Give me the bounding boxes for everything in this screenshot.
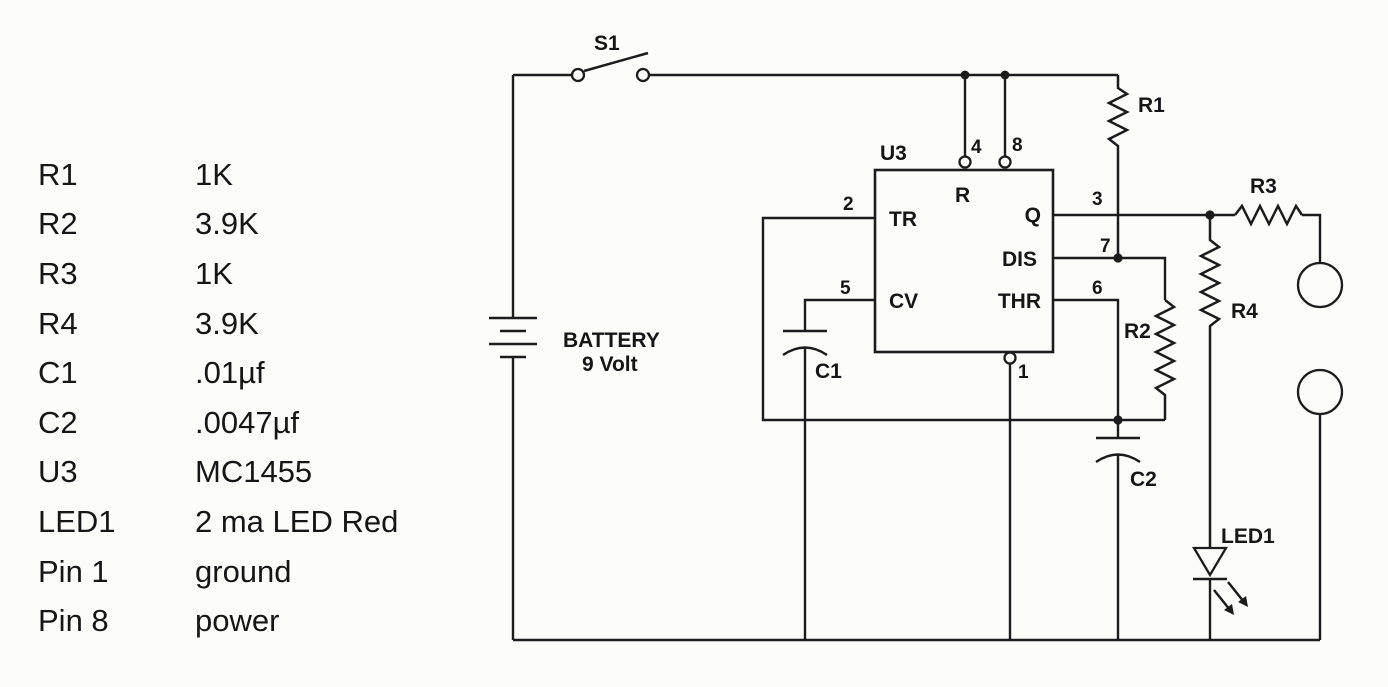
part-ref: Pin 8	[38, 603, 109, 639]
parts-list-row: R2 3.9K	[38, 200, 398, 250]
ic-pin1-circle	[1003, 351, 1017, 365]
capacitor-curved-plate	[782, 346, 828, 357]
ic-threshold-label: THR	[998, 290, 1041, 313]
resistor-r2-label: R2	[1124, 320, 1151, 343]
resistor-r2-symbol: R2	[1124, 299, 1177, 420]
part-value: .01µf	[195, 355, 265, 391]
part-ref: R2	[38, 206, 78, 242]
led-arrow	[1213, 589, 1231, 611]
ic-body	[873, 168, 1055, 354]
parts-list-row: R4 3.9K	[38, 299, 398, 349]
led1-label: LED1	[1221, 525, 1275, 548]
part-value: 2 ma LED Red	[195, 503, 399, 539]
pin-number-7: 7	[1100, 236, 1111, 257]
junction-dot	[1000, 70, 1010, 80]
terminal-pad	[1296, 368, 1344, 416]
resistor-r3-symbol: R3	[1234, 175, 1304, 227]
pin-number-5: 5	[840, 278, 851, 299]
part-ref: LED1	[38, 503, 116, 539]
pin-number-3: 3	[1092, 189, 1103, 210]
battery-voltage-label: 9 Volt	[582, 353, 638, 376]
part-value: 1K	[195, 255, 233, 291]
part-ref: U3	[38, 454, 78, 490]
part-ref: R1	[38, 156, 78, 192]
part-value: .0047µf	[195, 404, 300, 440]
parts-list-row: LED1 2 ma LED Red	[38, 497, 398, 547]
resistor-zigzag	[1106, 75, 1130, 258]
part-value: MC1455	[195, 454, 313, 490]
junction-dot	[960, 70, 970, 80]
capacitor-c1-symbol: C1	[782, 329, 842, 640]
pin-number-4: 4	[971, 137, 982, 158]
switch-terminal	[635, 67, 651, 83]
resistor-r4-symbol: R4	[1198, 215, 1258, 548]
parts-list-row: Pin 8 power	[38, 596, 398, 646]
ic-control-label: CV	[889, 290, 918, 313]
ic-discharge-label: DIS	[1002, 248, 1037, 271]
switch-s1-symbol: S1	[570, 32, 651, 83]
resistor-zigzag	[1198, 215, 1222, 548]
part-value: 3.9K	[195, 305, 259, 341]
ic-output-label: Q	[1025, 204, 1041, 227]
part-value: 3.9K	[195, 206, 259, 242]
part-ref: R3	[38, 255, 78, 291]
resistor-r4-label: R4	[1231, 300, 1258, 323]
part-value: 1K	[195, 156, 233, 192]
switch-arm	[583, 51, 649, 73]
part-ref: Pin 1	[38, 553, 109, 589]
ic-pin4-circle	[958, 155, 972, 169]
capacitor-curved-plate	[1095, 453, 1141, 464]
ic-trigger-label: TR	[889, 208, 917, 231]
wire	[1053, 256, 1167, 300]
capacitor-c2-symbol: C2	[1095, 436, 1157, 640]
capacitor-c1-label: C1	[815, 360, 842, 383]
wire	[1053, 298, 1120, 438]
ic-u3: U3 R TR Q DIS CV THR 4 8 2 5 3 7 6 1	[840, 135, 1111, 383]
wire	[1302, 213, 1322, 263]
pin-number-8: 8	[1012, 135, 1023, 156]
resistor-zigzag	[1153, 299, 1177, 420]
parts-list-row: R1 1K	[38, 150, 398, 200]
led-triangle	[1191, 546, 1229, 578]
parts-list: R1 1K R2 3.9K R3 1K R4 3.9K C1 .01µf C2 …	[38, 150, 398, 646]
battery-label: BATTERY	[563, 329, 660, 352]
part-ref: C2	[38, 404, 78, 440]
switch-terminal	[570, 67, 586, 83]
led-arrowhead	[1224, 604, 1234, 615]
parts-list-row: C1 .01µf	[38, 348, 398, 398]
ic-designator: U3	[880, 142, 907, 165]
led-arrowhead	[1238, 596, 1248, 607]
battery-symbol: BATTERY 9 Volt	[489, 75, 660, 640]
resistor-r3-label: R3	[1250, 175, 1277, 198]
junction-dot	[1113, 415, 1123, 425]
parts-list-row: C2 .0047µf	[38, 398, 398, 448]
wires	[513, 70, 1322, 642]
pin-number-1: 1	[1018, 362, 1029, 383]
capacitor-c2-label: C2	[1130, 468, 1157, 491]
led1-symbol: LED1	[1191, 525, 1275, 640]
parts-list-row: U3 MC1455	[38, 448, 398, 498]
led-arrow	[1227, 581, 1245, 603]
parts-list-row: Pin 1 ground	[38, 547, 398, 597]
part-ref: C1	[38, 355, 78, 391]
terminal-pad	[1296, 261, 1344, 309]
pin-number-6: 6	[1092, 278, 1103, 299]
pin-number-2: 2	[843, 194, 854, 215]
switch-label: S1	[594, 32, 620, 55]
wire	[803, 298, 875, 331]
part-ref: R4	[38, 305, 78, 341]
wire	[761, 216, 1165, 422]
terminal-pads	[1296, 261, 1344, 416]
ic-reset-label: R	[955, 184, 970, 207]
part-value: ground	[195, 553, 292, 589]
led-emission-arrows	[1213, 581, 1248, 615]
ic-pin8-circle	[998, 155, 1012, 169]
resistor-zigzag	[1234, 203, 1304, 227]
parts-list-row: R3 1K	[38, 249, 398, 299]
resistor-r1-label: R1	[1138, 94, 1165, 117]
part-value: power	[195, 603, 280, 639]
resistor-r1-symbol: R1	[1106, 75, 1165, 258]
